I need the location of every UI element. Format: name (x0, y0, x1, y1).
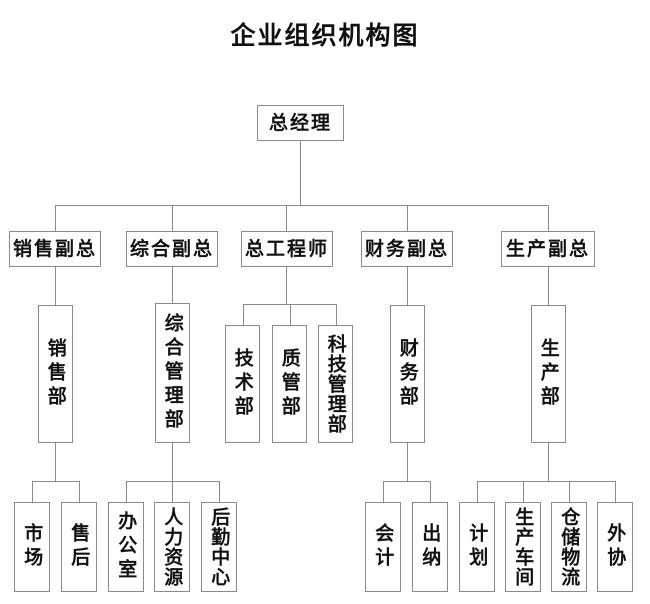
connector-drop-dept-sci-tech-mgmt (336, 304, 337, 325)
node-vp-production[interactable]: 生产副总 (501, 231, 595, 267)
connector-stem-dept-production (548, 267, 549, 305)
node-team-planning[interactable]: 计划 (459, 502, 495, 592)
node-team-warehouse[interactable]: 仓储物流 (551, 502, 587, 592)
page-title: 企业组织机构图 (230, 21, 420, 50)
node-dept-sci-tech-mgmt[interactable]: 科技管理部 (318, 325, 353, 443)
node-team-outsourcing[interactable]: 外协 (597, 502, 633, 592)
node-team-cashier[interactable]: 出纳 (412, 502, 448, 592)
node-label: 办公室 (115, 511, 138, 583)
node-dept-quality[interactable]: 质管部 (272, 325, 307, 443)
node-label: 科技管理部 (324, 334, 347, 434)
node-team-logistics-center[interactable]: 后勤中心 (201, 502, 237, 592)
node-label: 综合副总 (129, 237, 214, 260)
node-label: 财务副总 (364, 237, 449, 260)
connector-drop-team-aftersales (79, 481, 80, 502)
node-team-aftersales[interactable]: 售后 (61, 502, 97, 592)
connector-stem-sales-children (55, 443, 56, 481)
node-dept-sales[interactable]: 销售部 (38, 305, 73, 443)
node-team-market[interactable]: 市场 (14, 502, 50, 592)
node-dept-tech[interactable]: 技术部 (225, 325, 260, 443)
connector-drop-team-workshop (523, 481, 524, 502)
connector-drop-team-market (32, 481, 33, 502)
node-label: 人力资源 (161, 507, 184, 587)
connector-sales-children-bar (32, 481, 79, 482)
connector-drop-team-hr (172, 481, 173, 502)
connector-chief-engineer-bar (243, 304, 336, 305)
node-label: 综合管理部 (161, 313, 184, 433)
node-label: 技术部 (231, 348, 254, 420)
node-vp-finance[interactable]: 财务副总 (361, 231, 453, 267)
connector-drop-vp-general (172, 205, 173, 232)
connector-stem-chief-engineer-sub (286, 267, 287, 304)
node-team-hr[interactable]: 人力资源 (154, 502, 190, 592)
node-label: 出纳 (419, 523, 442, 571)
node-label: 质管部 (278, 348, 301, 420)
node-team-workshop[interactable]: 生产车间 (505, 502, 541, 592)
connector-production-children-bar (477, 481, 615, 482)
node-label: 总工程师 (244, 237, 329, 260)
connector-drop-team-accounting (383, 481, 384, 502)
node-general-manager[interactable]: 总经理 (257, 105, 344, 141)
node-team-office[interactable]: 办公室 (108, 502, 144, 592)
connector-drop-team-logistics-center (219, 481, 220, 502)
connector-drop-team-planning (477, 481, 478, 502)
node-label: 仓储物流 (558, 507, 581, 587)
connector-stem-finance-children (407, 443, 408, 481)
node-label: 计划 (466, 523, 489, 571)
connector-drop-team-cashier (430, 481, 431, 502)
node-chief-engineer[interactable]: 总工程师 (241, 231, 333, 267)
connector-stem-production-children (548, 443, 549, 481)
connector-drop-vp-sales (55, 205, 56, 232)
node-vp-general[interactable]: 综合副总 (126, 231, 218, 267)
node-label: 生产副总 (505, 237, 590, 260)
connector-drop-vp-finance (407, 205, 408, 232)
connector-drop-chief-engineer (286, 205, 287, 232)
node-label: 会计 (372, 523, 395, 571)
connector-stem-dept-finance (407, 267, 408, 305)
node-dept-general-mgmt[interactable]: 综合管理部 (155, 303, 190, 443)
node-vp-sales[interactable]: 销售副总 (9, 231, 101, 267)
connector-level2-bar (55, 205, 549, 206)
connector-stem-general-children (172, 443, 173, 481)
node-dept-production[interactable]: 生产部 (531, 305, 566, 443)
node-label: 市场 (21, 523, 44, 571)
node-label: 销售副总 (12, 237, 97, 260)
connector-drop-team-office (126, 481, 127, 502)
node-label: 销售部 (44, 338, 67, 410)
node-team-accounting[interactable]: 会计 (365, 502, 401, 592)
connector-drop-dept-tech (243, 304, 244, 325)
node-label: 总经理 (268, 111, 332, 134)
connector-drop-vp-production (548, 205, 549, 232)
node-label: 外协 (604, 523, 627, 571)
connector-gm-stem (300, 140, 301, 205)
connector-drop-team-warehouse (569, 481, 570, 502)
connector-finance-children-bar (383, 481, 430, 482)
node-dept-finance[interactable]: 财务部 (390, 305, 425, 443)
node-label: 售后 (68, 523, 91, 571)
node-label: 后勤中心 (208, 507, 231, 587)
node-label: 生产车间 (512, 507, 535, 587)
node-label: 财务部 (396, 338, 419, 410)
connector-stem-dept-general-mgmt (172, 267, 173, 303)
connector-stem-dept-sales (55, 267, 56, 305)
connector-drop-dept-quality (290, 304, 291, 325)
node-label: 生产部 (537, 338, 560, 410)
connector-drop-team-outsourcing (615, 481, 616, 502)
